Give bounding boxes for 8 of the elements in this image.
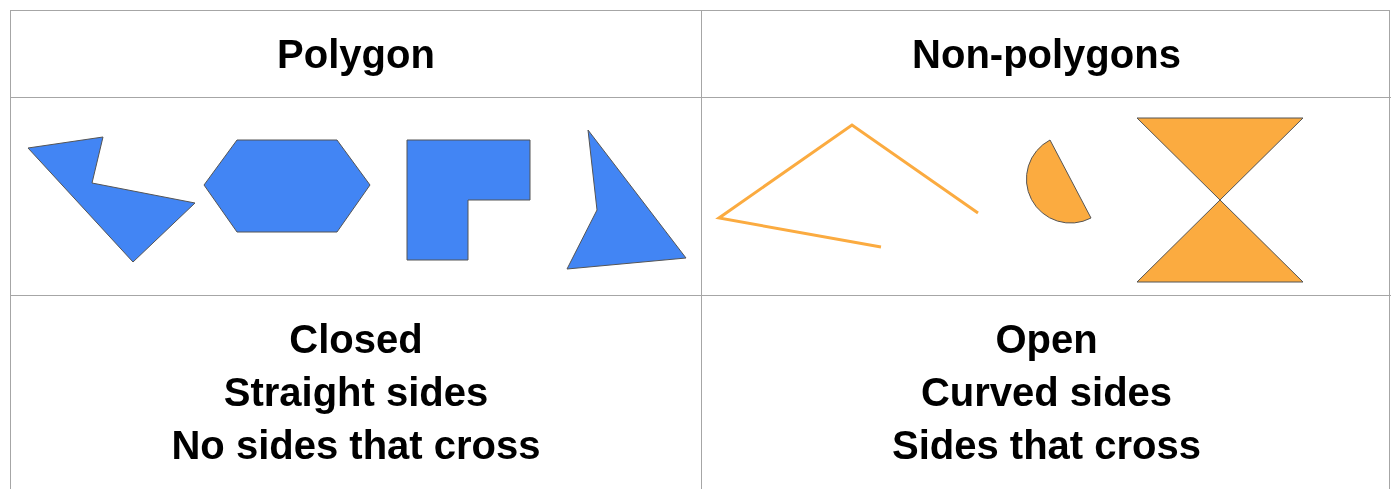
column-header: Polygon [277, 34, 435, 74]
column-header: Non-polygons [912, 34, 1181, 74]
property-text: Curved sides [920, 369, 1173, 416]
property-text: Open [995, 316, 1098, 363]
property-text: Sides that cross [892, 422, 1201, 469]
property-text: Straight sides [223, 369, 489, 416]
property-text: No sides that cross [171, 422, 541, 469]
property-text: Closed [289, 316, 423, 363]
